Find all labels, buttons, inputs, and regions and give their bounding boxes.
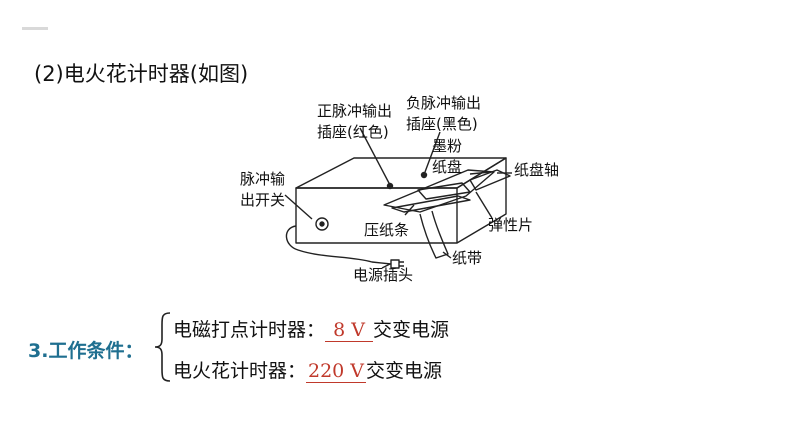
label-positive-socket-line1: 正脉冲输出 — [317, 102, 393, 120]
box-front-face — [295, 187, 458, 244]
label-negative-socket-line1: 负脉冲输出 — [406, 94, 482, 112]
disc-axis — [469, 169, 511, 191]
label-ink-disc-line2: 纸盘 — [432, 158, 463, 176]
label-disc-axis: 纸盘轴 — [514, 161, 560, 179]
label-press-strip: 压纸条 — [364, 221, 410, 239]
section-heading: (2)电火花计时器(如图) — [34, 62, 249, 86]
ink-disc — [417, 182, 471, 200]
positive-socket — [386, 182, 394, 190]
power-cable — [285, 225, 392, 265]
answer-blank: 220 V — [306, 360, 367, 383]
label-pulse-switch-line1: 脉冲输 — [240, 170, 286, 188]
paper-tape — [419, 210, 449, 259]
device-name: 电磁打点计时器： — [173, 319, 326, 341]
device-name: 电火花计时器： — [173, 360, 307, 382]
label-negative-socket-line2: 插座(黑色) — [406, 115, 478, 133]
power-type: 交变电源 — [366, 360, 443, 382]
label-pulse-switch-line2: 出开关 — [240, 191, 286, 209]
pulse-switch-center — [319, 221, 325, 227]
brace-icon — [154, 312, 171, 382]
corner-decoration — [22, 27, 48, 30]
label-power-plug: 电源插头 — [353, 266, 414, 284]
label-ink-disc-line1: 墨粉 — [432, 137, 463, 155]
label-spring-piece: 弹性片 — [488, 216, 534, 234]
label-positive-socket-line2: 插座(红色) — [317, 123, 389, 141]
spring-piece — [391, 195, 471, 213]
negative-socket — [420, 171, 428, 179]
power-plug-body — [390, 259, 400, 269]
label-paper-tape: 纸带 — [452, 249, 483, 267]
pulse-switch-knob — [315, 217, 329, 231]
power-plug-prongs — [399, 261, 404, 267]
answer-blank: 8 V — [325, 319, 374, 342]
conditions-title: 3.工作条件： — [28, 340, 144, 362]
power-type: 交变电源 — [373, 319, 450, 341]
